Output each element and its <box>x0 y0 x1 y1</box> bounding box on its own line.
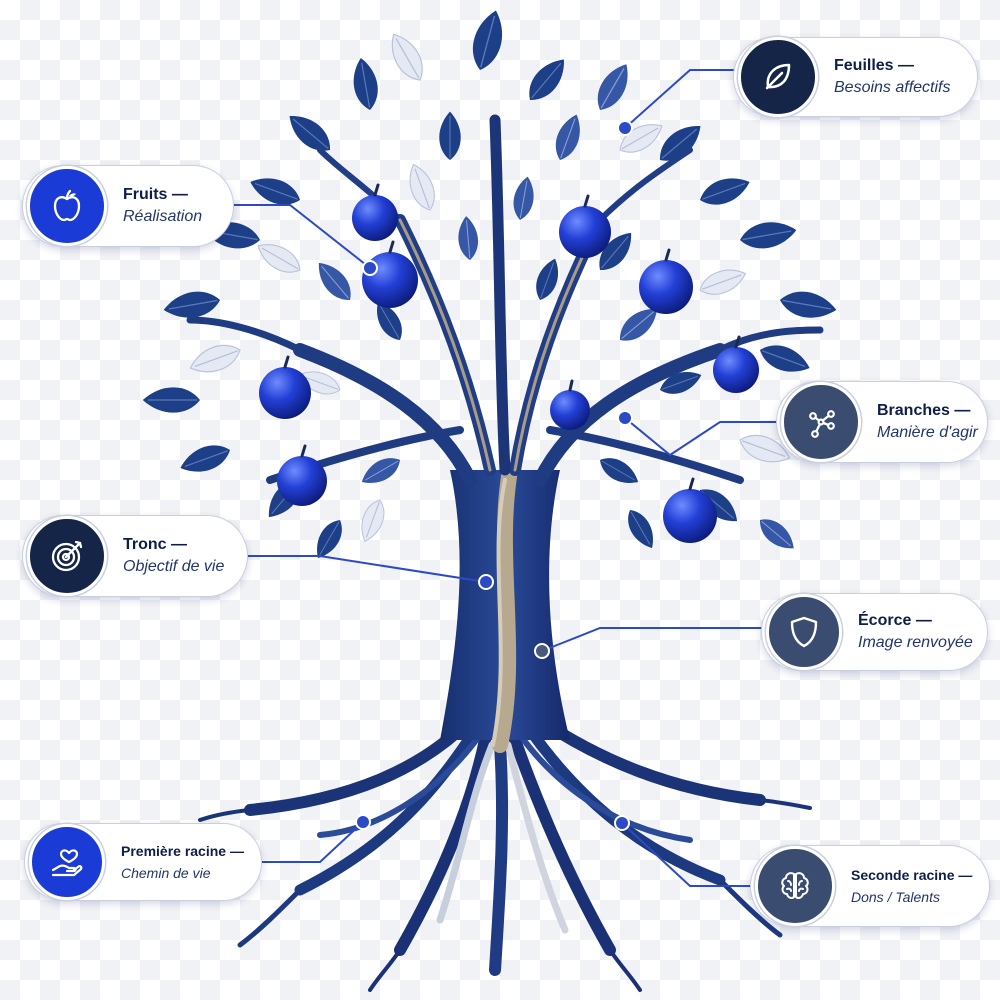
roots <box>198 714 812 992</box>
label-seconde-racine: Seconde racine — Dons / Talents <box>750 845 990 927</box>
fruits-title: Fruits — <box>123 186 188 203</box>
tronc-title: Tronc — <box>123 536 188 553</box>
fruit <box>352 195 398 241</box>
fruit <box>663 489 717 543</box>
premiere-racine-title: Première racine — <box>121 843 244 859</box>
fruit <box>259 367 311 419</box>
fruit <box>639 260 693 314</box>
trunk <box>440 462 570 753</box>
fruit <box>559 206 611 258</box>
branches <box>186 114 824 487</box>
ecorce-subtitle: Image renvoyée <box>858 634 973 651</box>
fruits-subtitle: Réalisation <box>123 208 203 225</box>
shield-icon <box>766 594 842 670</box>
leaf-icon <box>738 37 818 117</box>
tronc-subtitle: Objectif de vie <box>123 558 225 575</box>
seconde-racine-title: Seconde racine — <box>851 867 973 883</box>
feuilles-subtitle: Besoins affectifs <box>834 79 951 96</box>
heart-hand-icon <box>29 824 105 900</box>
premiere-racine-subtitle: Chemin de vie <box>121 865 211 881</box>
connector-dots <box>355 120 633 831</box>
label-branches: Branches — Manière d'agir <box>776 381 988 463</box>
label-fruits: Fruits — Réalisation <box>22 165 234 247</box>
label-premiere-racine: Première racine — Chemin de vie <box>24 823 262 901</box>
feuilles-title: Feuilles — <box>834 57 915 74</box>
label-feuilles: Feuilles — Besoins affectifs <box>733 37 978 117</box>
apple-icon <box>27 166 107 246</box>
fruit <box>550 390 590 430</box>
branches-subtitle: Manière d'agir <box>877 424 978 441</box>
ecorce-title: Écorce — <box>858 612 932 629</box>
label-tronc: Tronc — Objectif de vie <box>22 515 248 597</box>
connector-lines <box>232 69 778 887</box>
branches-icon <box>781 382 861 462</box>
fruit <box>277 456 327 506</box>
brain-icon <box>755 846 835 926</box>
seconde-racine-subtitle: Dons / Talents <box>851 889 940 905</box>
fruit <box>713 347 759 393</box>
target-icon <box>27 516 107 596</box>
label-ecorce: Écorce — Image renvoyée <box>761 593 988 671</box>
fruits-group <box>259 183 759 543</box>
branches-title: Branches — <box>877 402 971 419</box>
